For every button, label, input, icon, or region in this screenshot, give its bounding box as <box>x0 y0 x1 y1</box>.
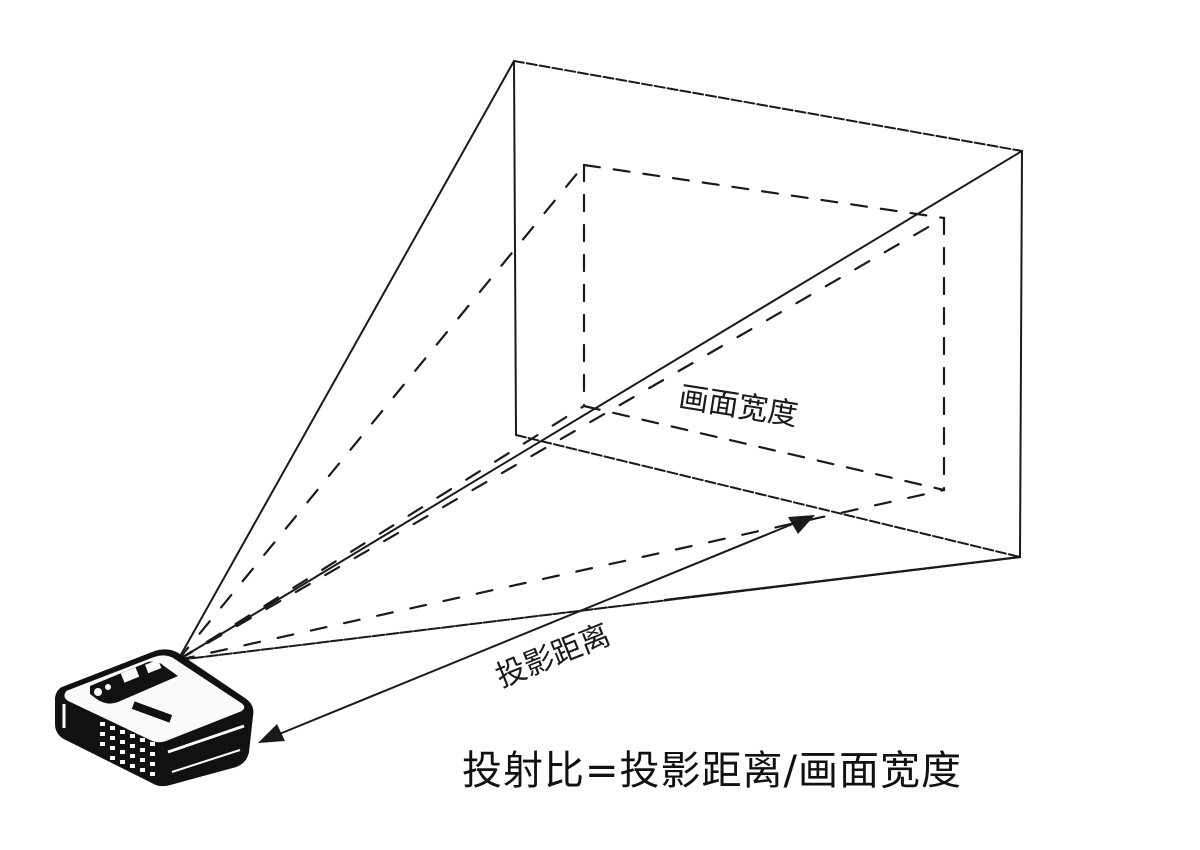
inner-screen-dashed <box>582 163 946 492</box>
inner-projection-rays <box>176 163 946 662</box>
projector-icon <box>55 649 254 787</box>
arrowhead-end-icon <box>788 515 815 534</box>
arrowhead-start-icon <box>258 724 285 743</box>
throw-ratio-formula: 投射比=投影距离/画面宽度 <box>462 748 962 794</box>
outer-projection-rays <box>177 60 1023 661</box>
projection-distance-arrow <box>271 520 801 738</box>
outer-screen <box>513 60 1023 558</box>
